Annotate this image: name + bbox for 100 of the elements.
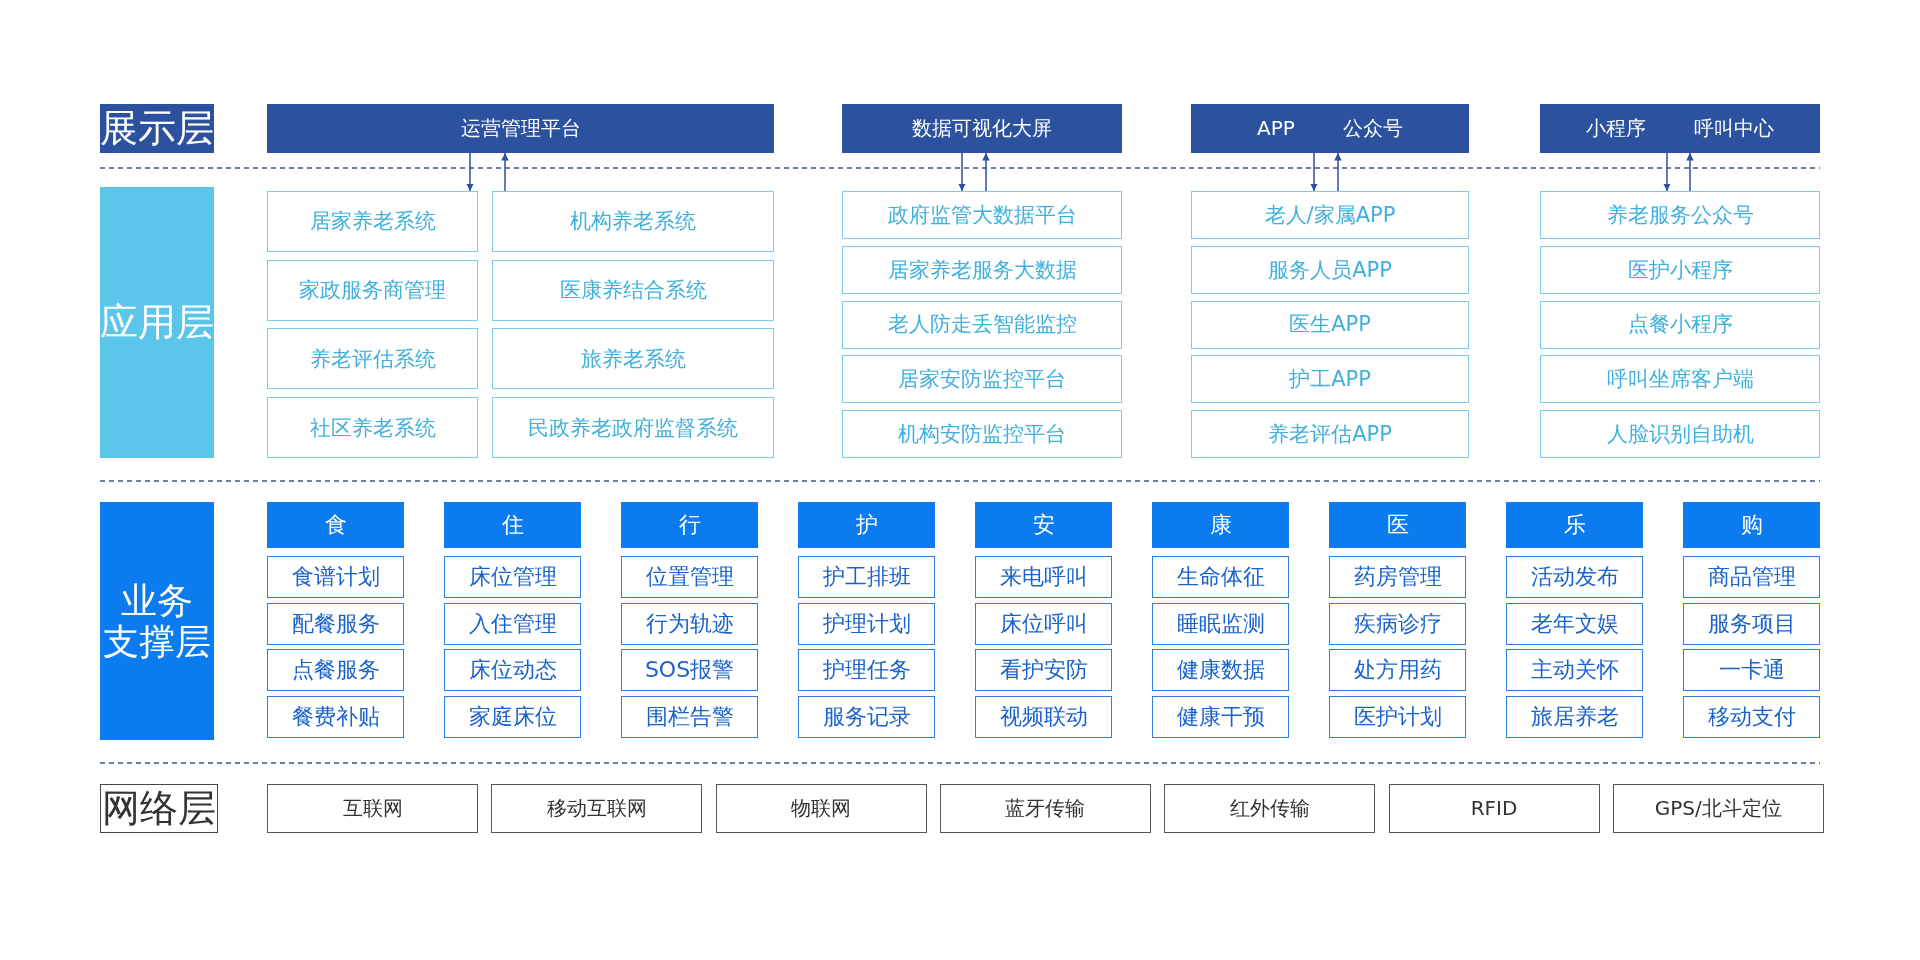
function-name: 行为轨迹 [645,610,734,637]
application-box [842,355,1122,404]
category-title: 医 [1386,512,1409,538]
category-title: 住 [501,512,524,538]
function-box [621,695,758,738]
function-name: 疾病诊疗 [1353,610,1442,637]
layer-title: 业务支撑层 [103,579,211,663]
application-name: 人脸识别自助机 [1606,421,1754,447]
arrow [1334,152,1342,192]
application-box [1191,191,1469,239]
function-box [975,556,1112,598]
function-name: 餐费补贴 [291,703,380,730]
function-name: 入住管理 [468,610,557,637]
function-name: 服务项目 [1707,610,1796,637]
function-name: 床位动态 [468,657,557,683]
network-box [939,784,1151,833]
category-header [1506,502,1643,548]
platform-name: APP [1257,117,1295,140]
application-name: 民政养老政府监督系统 [528,415,738,440]
function-name: 配餐服务 [291,610,380,637]
category-header [975,502,1112,548]
function-name: 食谱计划 [291,564,380,590]
application-name: 医护小程序 [1627,257,1733,282]
platform-bar [267,104,774,153]
category-title: 购 [1740,512,1763,538]
application-box [1540,245,1820,294]
application-name: 机构安防监控平台 [898,421,1066,447]
application-name: 医生APP [1289,312,1371,337]
category-title: 康 [1209,512,1232,538]
application-name: 机构养老系统 [570,209,696,234]
function-box [1152,649,1289,691]
application-box [1191,355,1469,404]
network-box [267,784,478,833]
application-name: 居家安防监控平台 [898,367,1066,392]
network-box [491,784,703,833]
function-name: 护工排班 [822,564,911,590]
platform-name: 小程序 [1586,117,1646,140]
application-name: 护工APP [1289,367,1371,392]
application-box [1540,355,1820,404]
function-box [1506,556,1643,598]
function-name: 点餐服务 [291,657,380,683]
category-title: 食 [324,512,347,538]
function-name: 健康数据 [1176,657,1265,683]
arrow [1686,152,1694,192]
network-name: 互联网 [342,797,403,820]
network-box [1612,784,1824,833]
category-title: 行 [678,512,701,538]
function-box [798,649,935,691]
application-box [267,191,478,252]
function-box [1683,649,1820,691]
platform-bar [1191,104,1469,153]
function-box [798,556,935,598]
application-box [492,259,774,321]
application-box [1191,410,1469,458]
network-box [1164,784,1376,833]
function-name: 护理计划 [822,610,911,637]
function-box [975,649,1112,691]
application-name: 点餐小程序 [1627,312,1733,337]
network-name: 物联网 [791,797,852,820]
function-box [1152,695,1289,738]
application-box [1191,300,1469,349]
application-box [492,191,774,252]
function-box [267,556,404,598]
application-box [492,397,774,459]
function-box [798,695,935,738]
category-header [444,502,581,548]
function-name: 商品管理 [1707,564,1796,590]
network-box [715,784,927,833]
function-name: 旅居养老 [1530,703,1619,730]
platform-bar [1540,104,1820,153]
application-name: 养老评估系统 [309,346,436,371]
application-box [267,259,478,321]
arrow [958,152,966,192]
application-name: 老人/家属APP [1264,202,1396,228]
category-header [1683,502,1820,548]
function-name: 床位管理 [468,564,557,590]
function-box [1683,602,1820,645]
function-name: 家庭床位 [468,703,557,730]
platform-name: 运营管理平台 [460,117,581,140]
application-name: 养老服务公众号 [1606,202,1754,228]
application-name: 医康养结合系统 [559,278,707,303]
application-box [1540,300,1820,349]
arrow [466,152,474,192]
network-name: 红外传输 [1229,797,1310,820]
function-box [1683,556,1820,598]
function-box [798,602,935,645]
function-box [621,556,758,598]
platform-bar [842,104,1122,153]
application-box [267,397,478,459]
function-name: 服务记录 [822,703,911,730]
category-header [267,502,404,548]
function-name: 活动发布 [1530,564,1619,590]
function-box [444,695,581,738]
application-name: 家政服务商管理 [299,278,446,303]
network-box [1388,784,1600,833]
application-name: 居家养老系统 [309,209,436,234]
application-box [267,328,478,390]
function-name: 处方用药 [1353,657,1442,683]
function-box [267,695,404,738]
function-name: 围栏告警 [645,703,734,730]
